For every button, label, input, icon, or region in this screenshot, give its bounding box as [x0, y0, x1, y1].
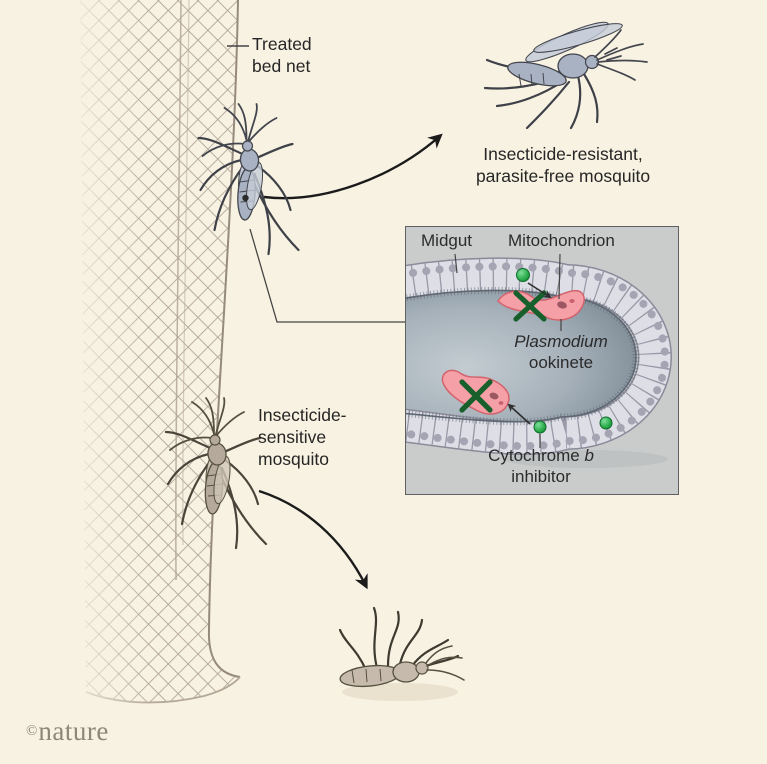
inhibitor-dot-lower-right: [599, 416, 613, 430]
cytochrome-text: Cytochrome: [488, 446, 585, 465]
sensitive-mosquito-label: Insecticide- sensitive mosquito: [258, 405, 347, 469]
plasmodium-italic-text: Plasmodium: [514, 332, 608, 351]
mitochondrion-label: Mitochondrion: [508, 231, 615, 250]
flying-resistant-mosquito-illustration: [483, 21, 648, 130]
cytochrome-b-inhibitor-label: Cytochrome b inhibitor: [451, 445, 631, 487]
midgut-illustration: [406, 253, 672, 468]
cytochrome-b-italic-text: b: [584, 446, 594, 465]
inhibitor-to-ookinete-arrow: [507, 403, 531, 425]
nature-watermark: ©nature: [26, 716, 109, 747]
mitochondrion-spot-lower: [489, 392, 499, 400]
ookinete-spot: [569, 299, 575, 303]
mitochondrion-spot: [557, 301, 567, 309]
sensitive-mosquito-on-net-illustration: [164, 397, 268, 550]
inhibitor-text: inhibitor: [511, 467, 571, 486]
arrow-to-dead-mosquito: [258, 489, 368, 590]
brush-border-line: [406, 289, 637, 423]
inhibitor-dot-upper: [516, 268, 530, 282]
nature-brand-text: nature: [38, 716, 109, 746]
resistant-mosquito-label: Insecticide-resistant, parasite-free mos…: [475, 144, 651, 186]
dead-mosquito-illustration: [338, 606, 465, 701]
treated-bed-net-label: Treated bed net: [252, 34, 312, 76]
x-mark-upper: [513, 290, 547, 322]
x-mark-lower: [459, 379, 493, 413]
midgut-label: Midgut: [421, 231, 473, 250]
inset-leader-line: [249, 228, 405, 323]
midgut-inset-panel: Midgut Mitochondrion Plasmodium ookinete…: [405, 226, 679, 495]
plasmodium-ookinete-label: Plasmodium ookinete: [481, 331, 641, 373]
mitochondrion-leader-line: [558, 253, 561, 300]
midgut-shadow: [504, 450, 668, 468]
inhibitor-to-mitochondrion-arrow: [527, 282, 552, 299]
cell-band: [406, 258, 671, 454]
resistant-mosquito-on-net-illustration: [197, 103, 300, 256]
ookinete-spot-lower: [498, 401, 504, 405]
ookinete-text: ookinete: [528, 353, 594, 372]
midgut-leader-line: [454, 253, 458, 274]
inhibitor-dot-lower-left: [533, 420, 547, 434]
dead-mosquito-shadow: [342, 683, 458, 701]
copyright-icon: ©: [26, 723, 39, 739]
